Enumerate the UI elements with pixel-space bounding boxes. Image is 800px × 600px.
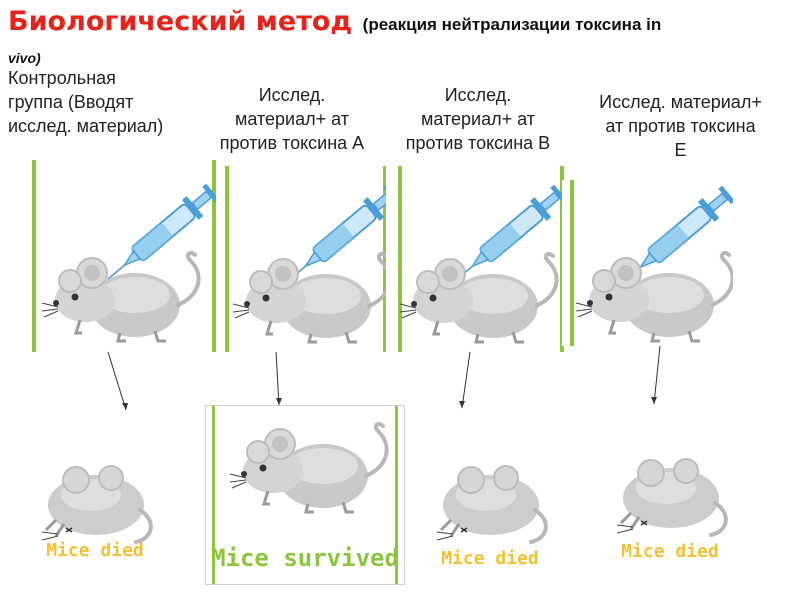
result-toxin-b: Mice died	[427, 412, 553, 580]
result-caption-toxin-a: Mice survived	[211, 544, 399, 572]
frame-toxin-e	[562, 180, 733, 346]
result-toxin-e: Mice died	[607, 407, 733, 575]
frame-toxin-a	[219, 166, 393, 352]
result-toxin-a: Mice survived	[205, 405, 405, 585]
result-caption-toxin-e: Mice died	[621, 541, 719, 562]
group-label-control: Контрольная группа (Вводят исслед. матер…	[8, 68, 164, 136]
title-main: Биологический метод	[8, 6, 353, 37]
result-control: Mice died	[32, 412, 158, 580]
result-caption-toxin-b: Mice died	[441, 548, 539, 569]
group-label-toxin-b: Исслед. материал+ ат против токсина В	[405, 85, 551, 153]
result-caption-control: Mice died	[46, 540, 144, 561]
slide-title: Биологический метод (реакция нейтрализац…	[8, 6, 661, 37]
group-label-toxin-a: Исслед. материал+ ат против токсина А	[219, 85, 365, 153]
title-sub-continued: vivo)	[8, 50, 41, 66]
frame-control	[20, 160, 216, 352]
group-label-toxin-e: Исслед. материал+ ат против токсина Е	[599, 92, 762, 160]
title-sub: (реакция нейтрализации токсина in	[362, 15, 662, 34]
